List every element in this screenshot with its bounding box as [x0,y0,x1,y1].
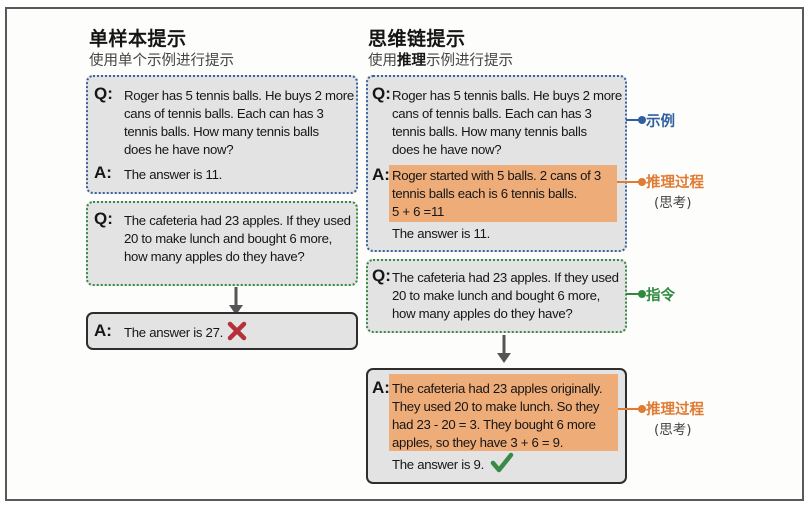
callout-reasoning-sub: (思考) [654,195,692,211]
subtitle-text: 示例进行提示 [426,53,513,69]
reasoning-connector-icon [618,405,646,413]
checkmark-icon [490,452,514,473]
left-column-title: 单样本提示 [89,28,187,50]
text-line: how many apples do they have? [392,306,573,321]
right-example-answer: The answer is 11. [392,226,491,241]
text-line: The cafeteria had 23 apples. If they use… [392,270,619,285]
right-example-reasoning: Roger started with 5 balls. 2 cans of 3 … [392,167,601,221]
q-label: Q: [94,84,113,103]
a-label: A: [372,165,390,184]
example-connector-icon [626,116,646,124]
text-line: does he have now? [124,142,234,157]
text-line: They used 20 to make lunch. So they [392,399,600,414]
reasoning-highlight [389,165,617,222]
callout-reasoning-label: 推理过程 [646,402,704,418]
text-line: does he have now? [392,142,502,157]
text-line: how many apples do they have? [124,249,305,264]
right-output-answer: The answer is 9. [392,457,484,472]
right-instruction-box [366,259,627,333]
a-label: A: [94,321,112,340]
instruction-connector-icon [626,290,646,298]
right-column-subtitle: 使用推理示例进行提示 [368,49,513,70]
left-example-box [86,75,358,194]
a-label: A: [372,378,390,397]
text-line: 5 + 6 =11 [392,204,445,219]
reasoning-highlight [389,374,618,451]
text-line: tennis balls each is 6 tennis balls. [392,186,577,201]
text-line: tennis balls. How many tennis balls [124,124,319,139]
left-example-question: Roger has 5 tennis balls. He buys 2 more… [124,87,354,159]
subtitle-emphasis: 推理 [397,53,426,69]
subtitle-text: 使用 [368,53,397,69]
text-line: The cafeteria had 23 apples originally. [392,381,603,396]
text-line: Roger started with 5 balls. 2 cans of 3 [392,168,601,183]
left-column-subtitle: 使用单个示例进行提示 [89,53,234,69]
left-instruction-box [86,201,358,286]
right-example-box [366,75,627,252]
cross-icon [227,321,247,341]
q-label: Q: [94,209,113,228]
down-arrow-icon [497,335,511,363]
text-line: Roger has 5 tennis balls. He buys 2 more [392,88,622,103]
text-line: had 23 - 20 = 3. They bought 6 more [392,417,596,432]
text-line: 20 to make lunch and bought 6 more, [392,288,600,303]
right-instruction-question: The cafeteria had 23 apples. If they use… [392,269,619,323]
text-line: cans of tennis balls. Each can has 3 [124,106,324,121]
text-line: apples, so they have 3 + 6 = 9. [392,435,564,450]
callout-reasoning-label: 推理过程 [646,175,704,191]
right-example-question: Roger has 5 tennis balls. He buys 2 more… [392,87,622,159]
callout-instruction-label: 指令 [646,288,675,304]
q-label: Q: [372,266,391,285]
reasoning-connector-icon [617,178,646,186]
q-label: Q: [372,84,391,103]
left-example-answer: The answer is 11. [124,167,223,182]
text-line: 20 to make lunch and bought 6 more, [124,231,332,246]
callout-example-label: 示例 [646,114,675,130]
down-arrow-icon [229,287,243,315]
left-output-box [86,312,358,350]
text-line: The cafeteria had 23 apples. If they use… [124,213,351,228]
right-output-reasoning: The cafeteria had 23 apples originally. … [392,380,602,452]
text-line: tennis balls. How many tennis balls [392,124,587,139]
callout-reasoning-sub: (思考) [654,422,692,438]
left-instruction-question: The cafeteria had 23 apples. If they use… [124,212,351,266]
right-column-title: 思维链提示 [368,28,466,50]
text-line: cans of tennis balls. Each can has 3 [392,106,592,121]
text-line: Roger has 5 tennis balls. He buys 2 more [124,88,354,103]
left-output-answer: The answer is 27. [124,325,223,340]
a-label: A: [94,163,112,182]
